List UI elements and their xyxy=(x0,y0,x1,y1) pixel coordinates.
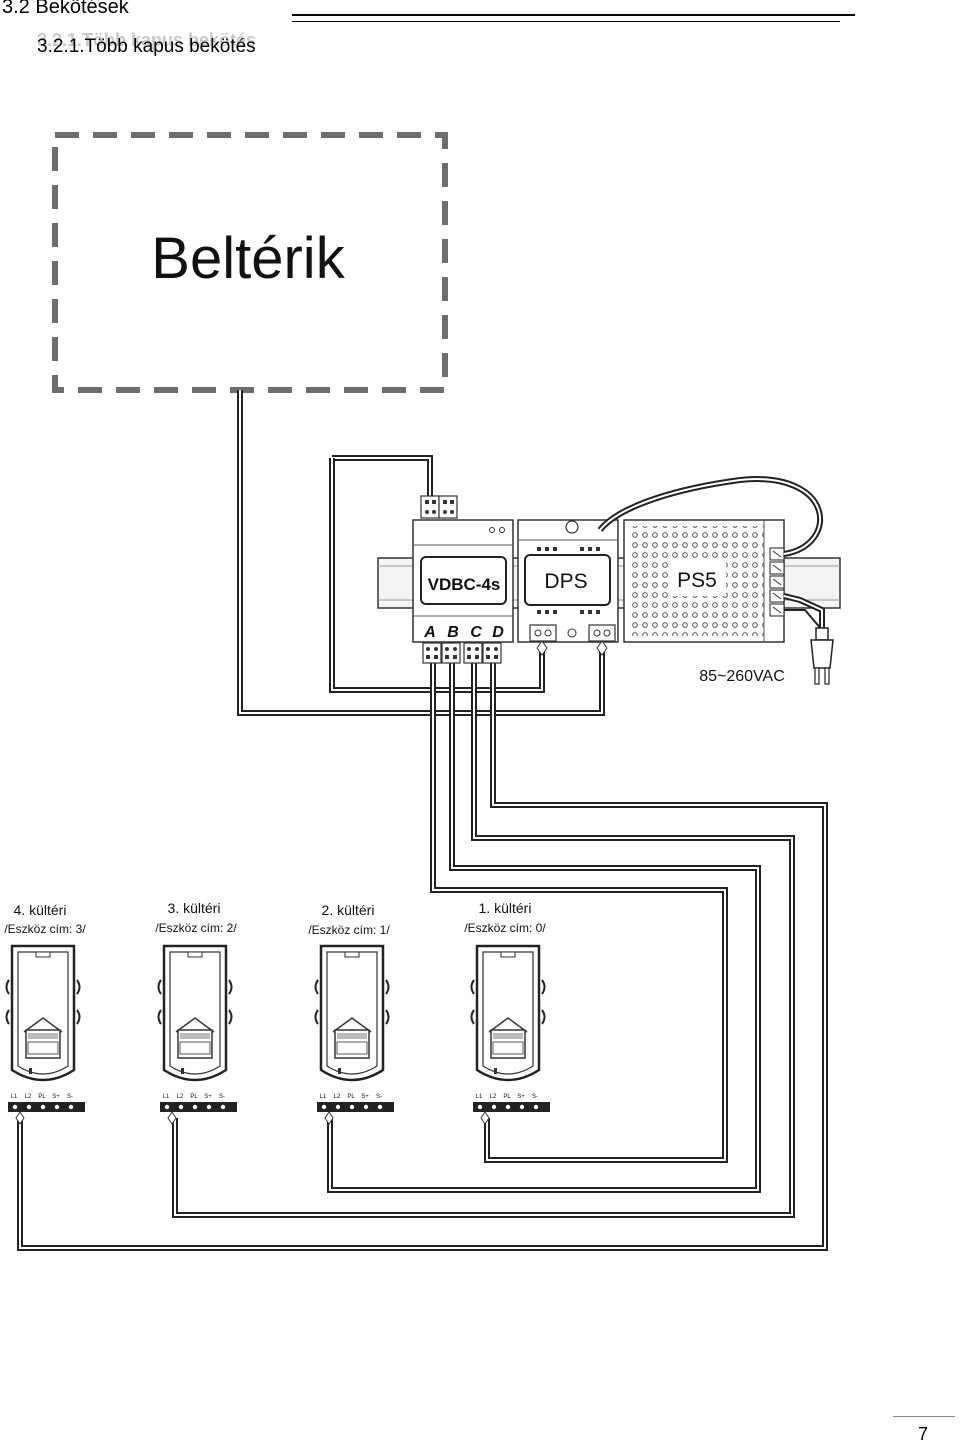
distributor-label: VDBC-4s xyxy=(428,575,501,594)
terminal-block: L1 L2 PL S+ S- xyxy=(473,1094,550,1125)
terminal-label: PL xyxy=(38,1094,46,1100)
outdoor-unit: 2. kültéri/Eszköz cím: 1/L1 L2 PL S+ S- xyxy=(308,902,394,1125)
terminal-label: L2 xyxy=(334,1094,341,1100)
door-station-icon xyxy=(470,944,546,1082)
terminal-label: PL xyxy=(347,1094,355,1100)
header-rule-thin xyxy=(292,21,840,22)
outdoor-unit-address: /Eszköz cím: 0/ xyxy=(464,921,546,935)
mains-voltage-label: 85~260VAC xyxy=(699,668,785,685)
terminal-label: L1 xyxy=(320,1094,327,1100)
outdoor-unit: 3. kültéri/Eszköz cím: 2/L1 L2 PL S+ S- xyxy=(155,900,237,1125)
terminal-label: S+ xyxy=(361,1094,369,1100)
terminal-label: S- xyxy=(376,1094,382,1100)
door-station-icon xyxy=(5,944,81,1082)
terminal-label: L2 xyxy=(490,1094,497,1100)
terminal-block: L1 L2 PL S+ S- xyxy=(317,1094,394,1125)
outdoor-bus-wires xyxy=(17,662,828,1251)
dps-module: DPS xyxy=(517,519,619,656)
outdoor-unit-title: 4. kültéri xyxy=(14,902,67,918)
indoor-units-label: Beltérik xyxy=(151,226,345,291)
outdoor-unit-title: 2. kültéri xyxy=(322,902,375,918)
terminal-label: L1 xyxy=(11,1094,18,1100)
outdoor-unit: 1. kültéri/Eszköz cím: 0/L1 L2 PL S+ S- xyxy=(464,900,550,1125)
terminal-label: S- xyxy=(532,1094,538,1100)
terminal-block: L1 L2 PL S+ S- xyxy=(160,1094,237,1125)
outdoor-unit-address: /Eszköz cím: 1/ xyxy=(308,923,390,937)
outdoor-unit-address: /Eszköz cím: 3/ xyxy=(4,922,86,936)
subsection-title-ghost: 3.2.1.Több kapus bekötés xyxy=(37,30,257,50)
outdoor-unit: 4. kültéri/Eszköz cím: 3/L1 L2 PL S+ S- xyxy=(4,902,86,1125)
terminal-block: L1 L2 PL S+ S- xyxy=(8,1094,85,1125)
door-station-icon xyxy=(157,944,233,1082)
terminal-label: L2 xyxy=(25,1094,32,1100)
dps-label: DPS xyxy=(544,570,587,593)
outdoor-unit-address: /Eszköz cím: 2/ xyxy=(155,921,237,935)
header-rule xyxy=(292,14,855,16)
mains-plug-icon xyxy=(810,627,834,685)
terminal-label: L1 xyxy=(163,1094,170,1100)
footer-rule xyxy=(893,1416,955,1417)
port-label-c: C xyxy=(470,624,482,641)
port-label-a: A xyxy=(423,624,436,641)
terminal-label: S+ xyxy=(204,1094,212,1100)
psu-label: PS5 xyxy=(677,569,717,592)
port-label-b: B xyxy=(447,624,459,641)
outdoor-unit-title: 3. kültéri xyxy=(168,900,221,916)
outdoor-unit-title: 1. kültéri xyxy=(479,900,532,916)
psu-cabling xyxy=(597,476,825,631)
terminal-label: L2 xyxy=(177,1094,184,1100)
terminal-label: PL xyxy=(190,1094,198,1100)
subsection-title: 3.2.1.Több kapus bekötés xyxy=(37,36,256,57)
terminal-label: S+ xyxy=(52,1094,60,1100)
door-station-icon xyxy=(314,944,390,1082)
page-number: 7 xyxy=(918,1424,929,1444)
indoor-wires xyxy=(237,390,605,716)
port-label-d: D xyxy=(492,624,504,641)
terminal-label: L1 xyxy=(476,1094,483,1100)
ps5-power-supply: PS5 xyxy=(623,519,785,643)
terminal-label: S+ xyxy=(517,1094,525,1100)
terminal-label: PL xyxy=(503,1094,511,1100)
section-title: 3.2 Bekötések xyxy=(2,0,129,18)
terminal-label: S- xyxy=(219,1094,225,1100)
terminal-label: S- xyxy=(67,1094,73,1100)
vdbc-4s-distributor: VDBC-4s A B C D xyxy=(412,495,514,664)
indoor-units-box xyxy=(52,132,448,393)
